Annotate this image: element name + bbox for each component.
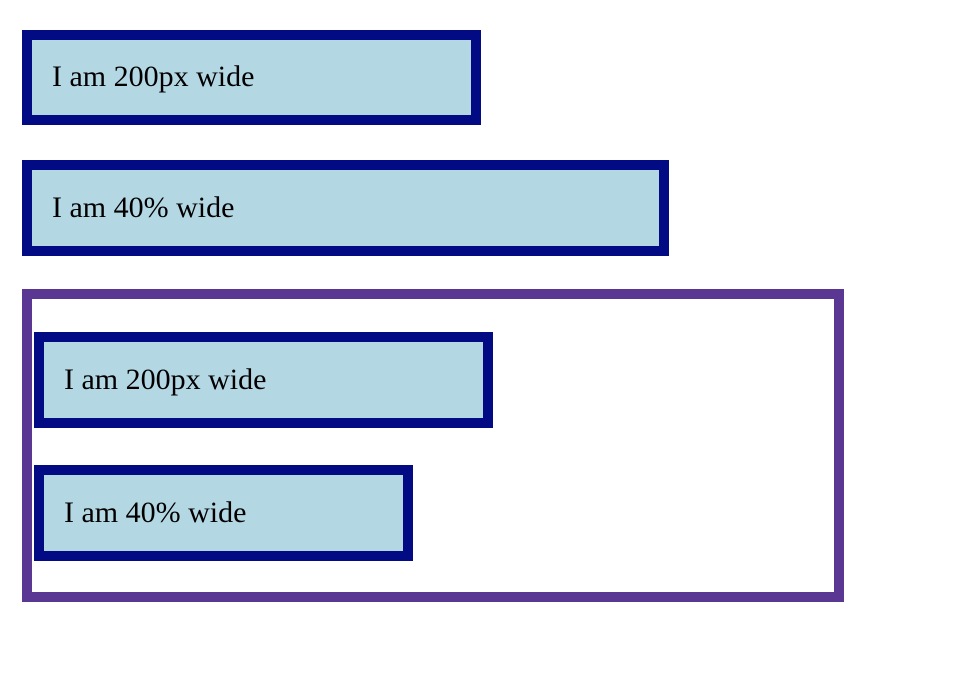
box-200px-inner-label: I am 200px wide xyxy=(64,362,267,396)
box-200px-outer-label: I am 200px wide xyxy=(52,60,255,94)
box-40percent-inner: I am 40% wide xyxy=(34,465,413,561)
box-200px-inner: I am 200px wide xyxy=(34,332,493,428)
box-40percent-inner-label: I am 40% wide xyxy=(64,495,247,529)
box-40percent-outer: I am 40% wide xyxy=(22,160,669,256)
wrapper-container: I am 200px wide I am 40% wide xyxy=(22,289,844,602)
box-40percent-outer-label: I am 40% wide xyxy=(52,190,235,224)
box-200px-outer: I am 200px wide xyxy=(22,30,481,125)
width-demo-page: I am 200px wide I am 40% wide I am 200px… xyxy=(0,30,964,602)
